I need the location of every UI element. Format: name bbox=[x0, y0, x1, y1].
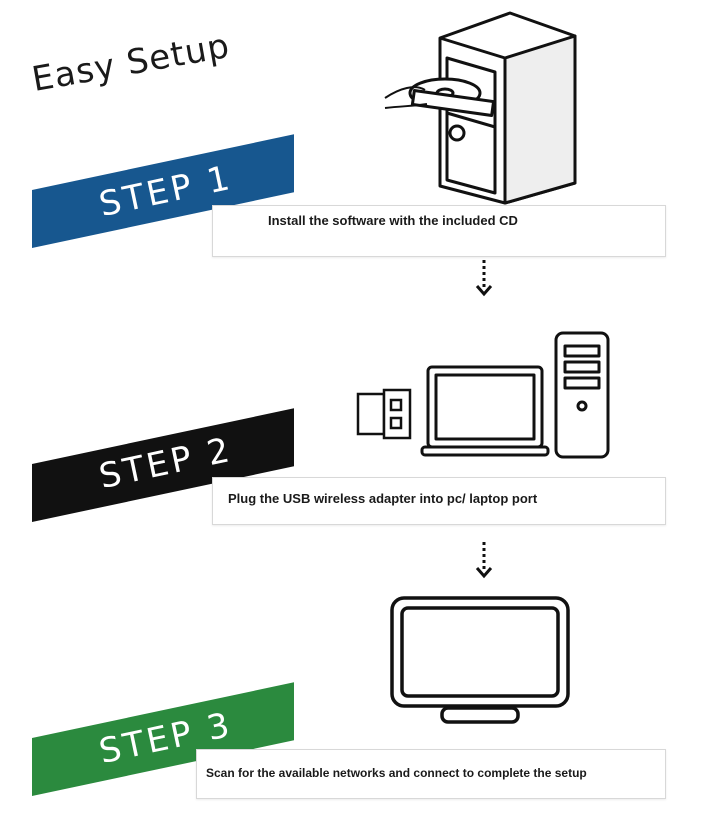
page-title: Easy Setup bbox=[29, 25, 233, 101]
usb-adapter-icon bbox=[356, 388, 412, 440]
monitor-icon bbox=[390, 596, 570, 724]
step-1-text: Install the software with the included C… bbox=[268, 213, 518, 228]
down-arrow-icon bbox=[475, 260, 493, 297]
step-1-box bbox=[212, 205, 666, 257]
desktop-tower-icon bbox=[554, 331, 610, 459]
down-arrow-icon bbox=[475, 542, 493, 579]
step-3-box bbox=[196, 749, 666, 799]
step-2-text: Plug the USB wireless adapter into pc/ l… bbox=[228, 491, 538, 506]
laptop-icon bbox=[420, 365, 550, 457]
step-2-box bbox=[212, 477, 666, 525]
step-3-text: Scan for the available networks and conn… bbox=[206, 766, 587, 780]
desktop-tower-cd-icon bbox=[384, 11, 577, 205]
